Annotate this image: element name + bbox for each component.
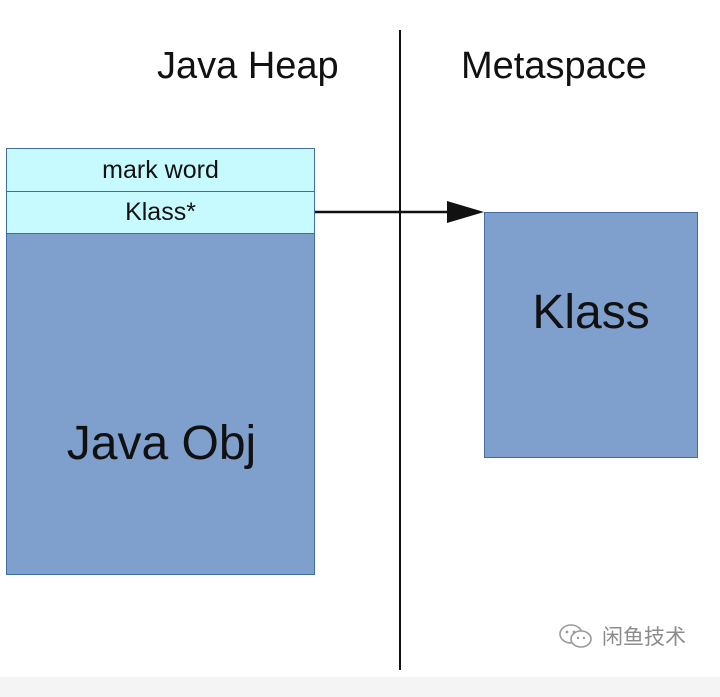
bottom-strip: [0, 677, 720, 697]
arrow-head: [447, 201, 484, 223]
region-divider: [399, 30, 401, 670]
mark-word-cell: mark word: [6, 148, 315, 192]
java-heap-label: Java Heap: [157, 45, 339, 87]
watermark-text: 闲鱼技术: [602, 626, 686, 649]
klass-box: Klass: [484, 212, 698, 458]
java-object-label: Java Obj: [66, 417, 257, 470]
java-object: mark word Klass* Java Obj: [6, 148, 315, 575]
klass-label: Klass: [532, 286, 650, 339]
klass-pointer-cell: Klass*: [6, 191, 315, 234]
java-object-body: Java Obj: [6, 234, 315, 575]
metaspace-label: Metaspace: [461, 45, 647, 87]
wechat-icon: [559, 624, 592, 648]
watermark: 闲鱼技术: [558, 621, 686, 651]
